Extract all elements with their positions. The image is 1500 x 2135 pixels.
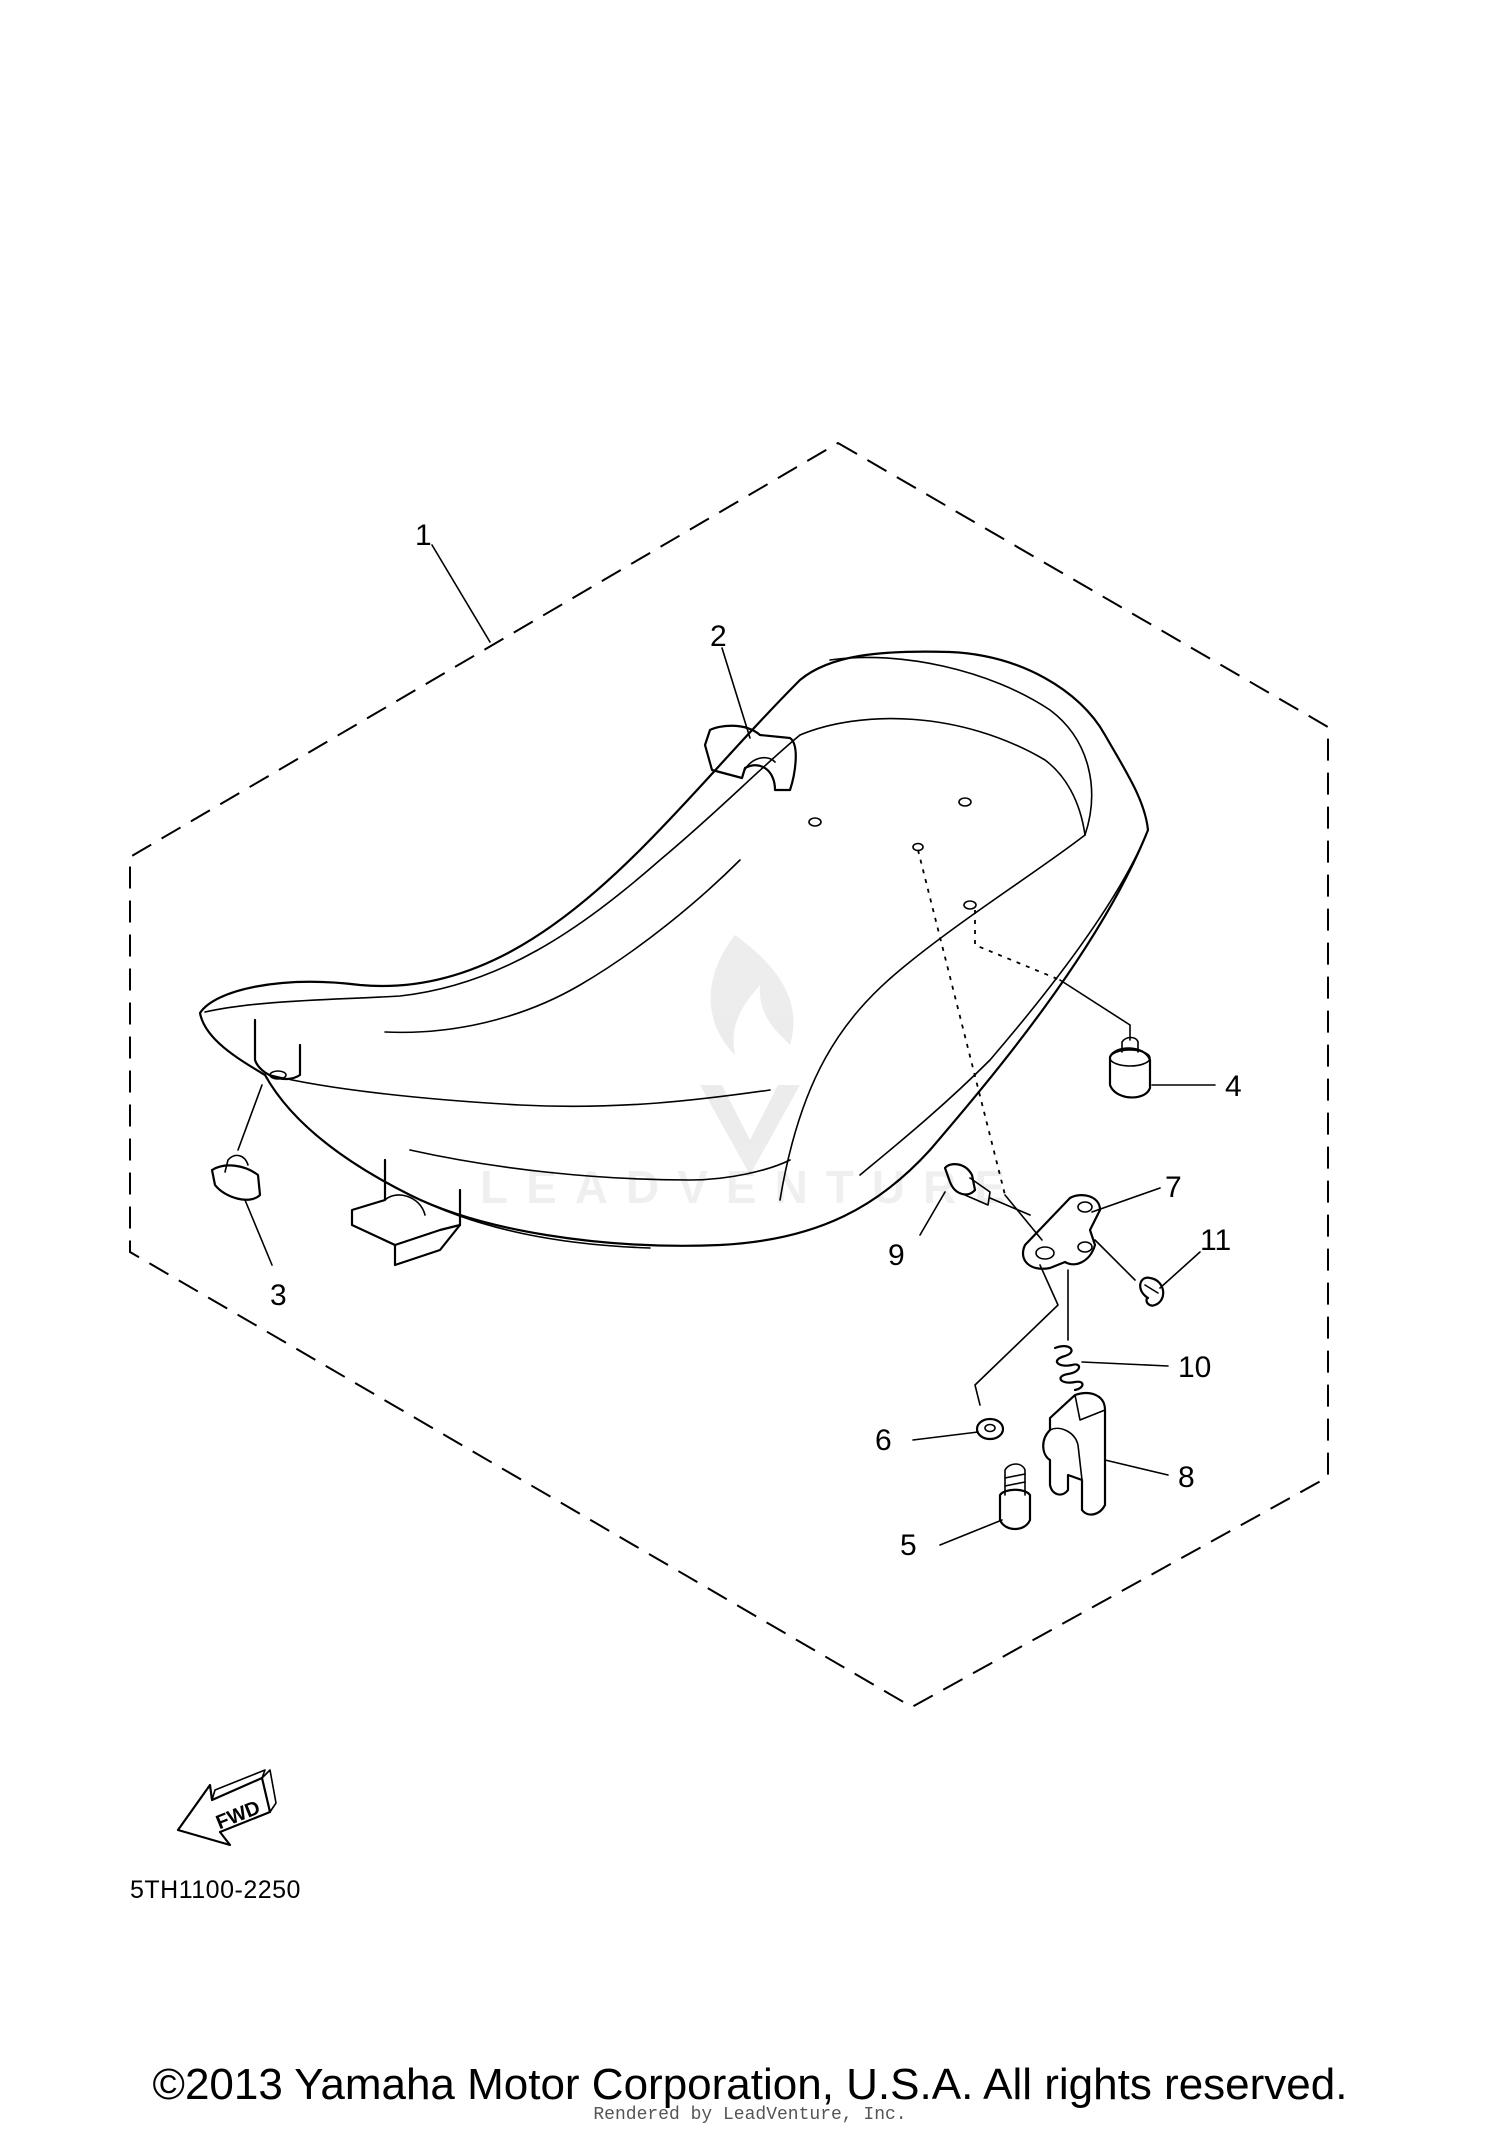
part-10-spring — [1053, 1345, 1084, 1392]
leader-10 — [1081, 1361, 1169, 1367]
callout-10: 10 — [1178, 1351, 1211, 1384]
part-11-clip — [1139, 1276, 1165, 1307]
part-5-screw — [998, 1463, 1032, 1531]
diagram-code: 5TH1100-2250 — [130, 1876, 301, 1904]
part-3-grommet — [210, 1154, 262, 1201]
leader-3 — [244, 1199, 273, 1266]
guide-line-4 — [974, 910, 1061, 981]
leader-9 — [919, 1191, 946, 1236]
callout-7: 7 — [1165, 1171, 1182, 1204]
guide-line-4b — [1059, 979, 1131, 1041]
callout-9: 9 — [888, 1239, 905, 1272]
callout-2: 2 — [710, 620, 727, 653]
part-6-washer — [975, 1417, 1005, 1441]
watermark: LEADVENTURE — [480, 1161, 1024, 1213]
leader-6 — [912, 1431, 979, 1441]
leader-11 — [1159, 1251, 1201, 1289]
rendered-by-credit: Rendered by LeadVenture, Inc. — [593, 2105, 907, 2125]
guide-line-7b — [1004, 1194, 1043, 1241]
callout-8: 8 — [1178, 1461, 1195, 1494]
watermark-logo — [700, 935, 800, 1175]
callout-5: 5 — [900, 1529, 917, 1562]
leader-2 — [721, 647, 751, 739]
part-7-lever — [1022, 1194, 1102, 1270]
fwd-arrow-icon: FWD — [176, 1769, 277, 1847]
part-8-latch — [1042, 1392, 1107, 1516]
fwd-label: FWD — [213, 1797, 263, 1834]
part-4-damper — [1108, 1036, 1152, 1099]
leader-7 — [1091, 1187, 1161, 1213]
callout-1: 1 — [415, 519, 432, 552]
callout-11: 11 — [1200, 1224, 1231, 1257]
guide-line-11 — [1094, 1239, 1136, 1281]
guide-line-6 — [974, 1264, 1059, 1406]
assembly-boundary — [129, 441, 1329, 1709]
part-9-bolt — [943, 1163, 991, 1206]
part-2-bracket — [703, 724, 797, 792]
guide-line-3 — [237, 1084, 263, 1151]
callout-6: 6 — [875, 1424, 892, 1457]
callout-4: 4 — [1225, 1070, 1242, 1103]
leader-1 — [431, 544, 491, 643]
leader-5 — [939, 1519, 1003, 1546]
leader-8 — [1104, 1459, 1169, 1476]
callout-3: 3 — [270, 1279, 287, 1312]
guide-line-9 — [989, 1197, 1031, 1216]
copyright-notice: ©2013 Yamaha Motor Corporation, U.S.A. A… — [152, 2060, 1348, 2109]
seat — [198, 650, 1150, 1267]
